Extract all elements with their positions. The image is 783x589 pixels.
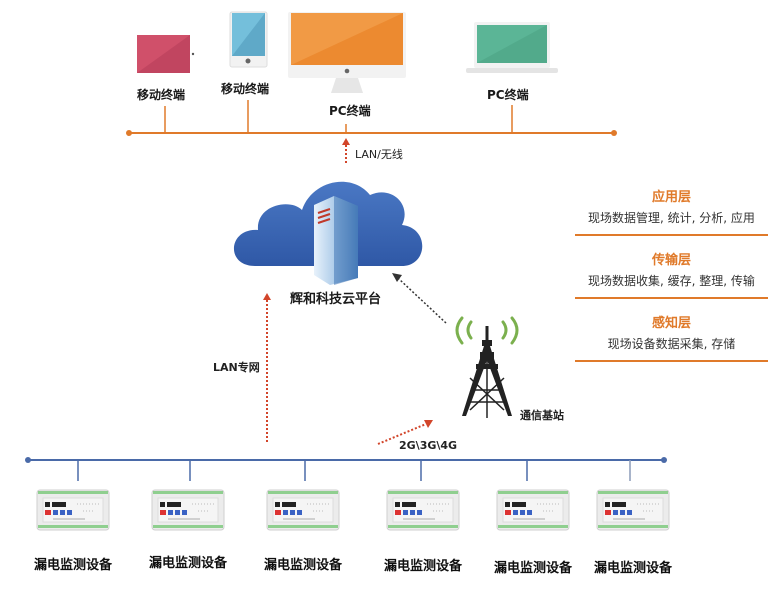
layer-title: 传输层: [651, 253, 691, 268]
leakage-monitor-icon: [265, 488, 341, 532]
cloud-server-icon: [233, 181, 423, 285]
leakage-monitor-icon: [35, 488, 111, 532]
desktop-monitor-icon: [288, 12, 406, 93]
layer-transport: 传输层 现场数据收集, 缓存, 整理, 传输: [575, 249, 768, 299]
layer-divider: [575, 297, 768, 299]
layer-desc: 现场数据管理, 统计, 分析, 应用: [588, 211, 755, 225]
layer-divider: [575, 234, 768, 236]
layer-application: 应用层 现场数据管理, 统计, 分析, 应用: [575, 186, 768, 236]
layer-perception: 感知层 现场设备数据采集, 存储: [575, 312, 768, 362]
link-label-lan-private: LAN专网: [213, 361, 260, 374]
device-label: 漏电监测设备: [593, 561, 672, 576]
layer-desc: 现场数据收集, 缓存, 整理, 传输: [588, 274, 755, 288]
bottom-bus: [25, 457, 667, 481]
device-label: 漏电监测设备: [383, 559, 462, 574]
leakage-monitor-icon: [385, 488, 461, 532]
tower-label: 通信基站: [520, 409, 564, 422]
device-label: 漏电监测设备: [33, 558, 112, 573]
tablet-landscape-icon: [137, 35, 195, 73]
lan-private-arrow: [263, 293, 271, 442]
terminal-label: PC终端: [329, 104, 371, 118]
leakage-monitor-icon: [595, 488, 671, 532]
layer-desc: 现场设备数据采集, 存储: [607, 337, 736, 351]
tower-to-cloud-arrow: [392, 273, 447, 324]
lan-wireless-arrow: [342, 138, 350, 163]
mobile-network-arrow: [377, 420, 433, 445]
leakage-monitor-icon: [495, 488, 571, 532]
device-label: 漏电监测设备: [263, 558, 342, 573]
layer-title: 感知层: [651, 316, 691, 331]
terminal-label: 移动终端: [137, 88, 186, 102]
cloud-platform-label: 辉和科技云平台: [290, 292, 382, 307]
leakage-monitor-icon: [150, 488, 226, 532]
top-bus: [126, 100, 617, 136]
terminal-label: PC终端: [487, 88, 529, 102]
layer-divider: [575, 360, 768, 362]
device-label: 漏电监测设备: [493, 561, 572, 576]
laptop-icon: [466, 22, 558, 73]
cell-tower-icon: [455, 316, 519, 418]
link-label-mobile: 2G\3G\4G: [399, 439, 458, 452]
terminal-label: 移动终端: [221, 82, 270, 96]
link-label-lan-wireless: LAN/无线: [355, 148, 403, 161]
tablet-portrait-icon: [229, 11, 268, 68]
layer-title: 应用层: [651, 190, 691, 205]
device-label: 漏电监测设备: [148, 556, 227, 571]
